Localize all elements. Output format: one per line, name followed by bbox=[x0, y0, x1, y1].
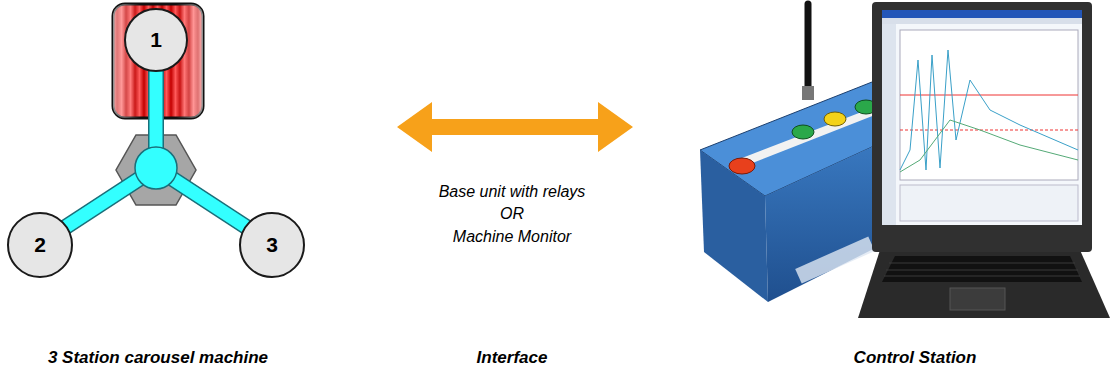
section-caption: Interface bbox=[477, 348, 548, 368]
screen-chart bbox=[900, 30, 1078, 180]
screen-sidebar bbox=[882, 24, 896, 225]
carousel-arms bbox=[58, 60, 254, 232]
base-unit-plate bbox=[795, 236, 875, 283]
laptop-base bbox=[858, 250, 1110, 318]
station-number: 2 bbox=[34, 233, 46, 257]
screen-toolbar bbox=[882, 18, 1082, 24]
interface-arrow bbox=[397, 102, 633, 152]
station-circle: 1 bbox=[124, 8, 188, 72]
section-caption: Control Station bbox=[854, 348, 977, 368]
touchpad bbox=[950, 288, 1005, 310]
antenna bbox=[805, 4, 812, 92]
screen-titlebar bbox=[882, 10, 1082, 18]
laptop-screen bbox=[882, 10, 1082, 225]
station-circle: 2 bbox=[7, 212, 73, 278]
interface-note: OR bbox=[500, 205, 524, 223]
keyboard-keys bbox=[884, 263, 1080, 276]
yellow-button bbox=[824, 112, 846, 126]
laptop-lid bbox=[872, 2, 1092, 252]
antenna-connector bbox=[802, 86, 814, 100]
interface-note: Base unit with relays bbox=[439, 183, 586, 201]
station-number: 1 bbox=[150, 28, 162, 52]
interface-note: Machine Monitor bbox=[453, 228, 571, 246]
base-unit-side bbox=[700, 150, 768, 302]
hub-center bbox=[135, 147, 177, 189]
stop-button bbox=[729, 158, 755, 174]
laptop-keyboard bbox=[882, 256, 1082, 282]
screen-panel bbox=[900, 185, 1078, 221]
green-button bbox=[792, 125, 814, 139]
screen-curves bbox=[900, 50, 1078, 172]
base-unit-stripe bbox=[742, 108, 880, 164]
station-number: 3 bbox=[266, 233, 278, 257]
carousel-arms-fill bbox=[58, 60, 254, 232]
section-caption: 3 Station carousel machine bbox=[48, 348, 268, 368]
station-circle: 3 bbox=[239, 212, 305, 278]
